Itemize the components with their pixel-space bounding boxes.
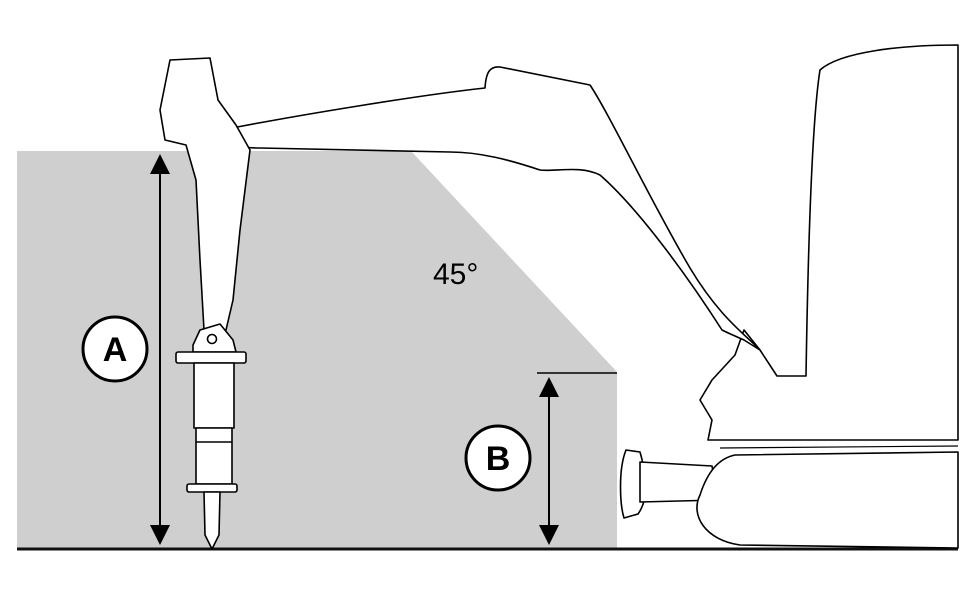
breaker-top-plate bbox=[175, 351, 247, 364]
breaker-body bbox=[193, 362, 235, 429]
breaker-lower-body bbox=[195, 427, 233, 485]
dimension-a: A bbox=[81, 154, 170, 545]
excavator-cab bbox=[699, 44, 959, 441]
excavator-stick bbox=[159, 57, 251, 331]
excavator-boom bbox=[229, 66, 761, 351]
angle-label: 45° bbox=[433, 258, 478, 291]
track-top-line bbox=[719, 445, 959, 449]
label-b-circle bbox=[464, 424, 532, 492]
breaker-bottom-plate bbox=[186, 483, 238, 493]
label-a-text: A bbox=[103, 331, 128, 369]
mount-pin bbox=[206, 333, 218, 345]
label-a-circle bbox=[81, 315, 149, 383]
excavator-track bbox=[696, 451, 959, 549]
label-b-text: B bbox=[486, 440, 511, 478]
dimension-b: B bbox=[464, 372, 617, 545]
breaker-chisel bbox=[203, 491, 221, 550]
excavator bbox=[159, 44, 959, 550]
